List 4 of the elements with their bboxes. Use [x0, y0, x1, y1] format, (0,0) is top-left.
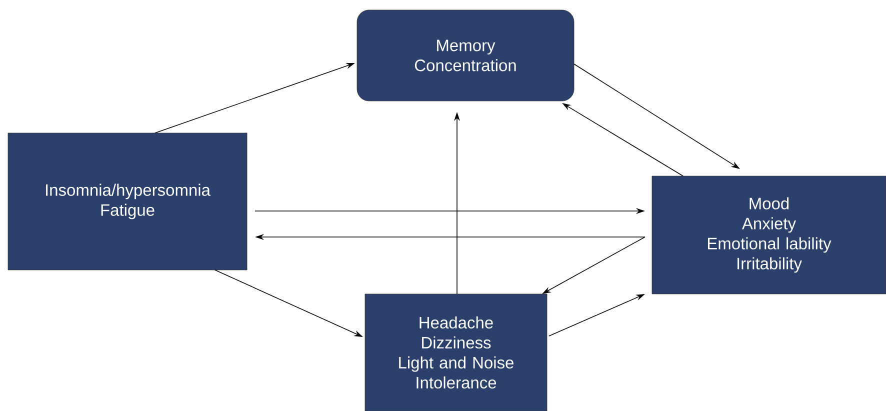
process-box: Headache Dizziness Light and Noise Intolerance [364, 294, 548, 411]
process-box: Insomnia/hypersomnia Fatigue [8, 132, 248, 270]
rounded-box: Memory Concentration [356, 10, 574, 102]
process-box: Mood Anxiety Emotional lability Irritability [652, 176, 886, 294]
